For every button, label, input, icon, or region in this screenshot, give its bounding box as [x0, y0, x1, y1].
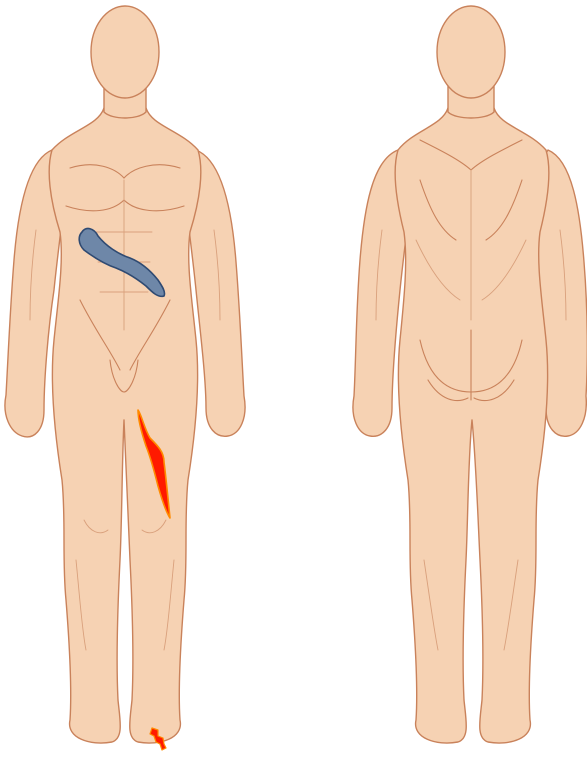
front-torso — [49, 108, 201, 743]
back-figure — [353, 6, 587, 743]
back-torso — [395, 108, 549, 743]
front-head — [91, 6, 159, 98]
front-figure — [5, 6, 245, 743]
back-head — [437, 6, 505, 98]
